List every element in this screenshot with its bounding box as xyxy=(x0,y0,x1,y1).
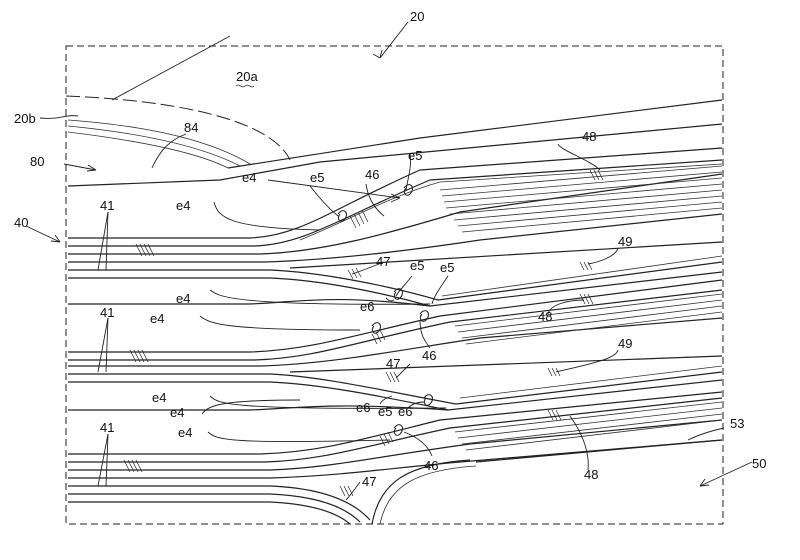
direction-loops xyxy=(337,184,433,436)
label-20a: 20a xyxy=(236,69,258,84)
label-49-lower: 49 xyxy=(618,336,632,351)
strip-group-1 xyxy=(68,147,723,307)
top-trunk-upper xyxy=(227,99,723,169)
label-50: 50 xyxy=(752,456,766,471)
label-e5-5: e5 xyxy=(378,404,392,419)
label-e4-1: e4 xyxy=(242,170,256,185)
label-48-lower: 48 xyxy=(584,467,598,482)
label-53: 53 xyxy=(730,416,744,431)
label-41-middle: 41 xyxy=(100,305,114,320)
strip-49-upper-a xyxy=(289,241,723,269)
label-e5-3: e5 xyxy=(410,258,424,273)
part-84-mid xyxy=(67,125,241,167)
label-46-upper: 46 xyxy=(365,167,379,182)
hatch-marks xyxy=(123,169,604,497)
label-e4-6: e4 xyxy=(170,405,184,420)
part-50-curve-inner xyxy=(379,465,477,525)
label-e4-5: e4 xyxy=(152,390,166,405)
label-e4-4: e4 xyxy=(150,311,164,326)
label-e5-1: e5 xyxy=(310,170,324,185)
label-e4-2: e4 xyxy=(176,198,190,213)
part-84-upper xyxy=(67,119,251,165)
label-e4-7: e4 xyxy=(178,425,192,440)
strip-49-upper-b xyxy=(437,261,723,301)
label-e6-1: e6 xyxy=(360,299,374,314)
region-boundary-frame xyxy=(65,45,724,525)
label-46-lower: 46 xyxy=(424,458,438,473)
label-47-lower: 47 xyxy=(362,474,376,489)
label-41-lower: 41 xyxy=(100,420,114,435)
strip-49-lower-c xyxy=(459,365,723,399)
label-e6-3: e6 xyxy=(398,404,412,419)
label-40: 40 xyxy=(14,215,28,230)
label-48-upper: 48 xyxy=(582,129,596,144)
part-53-edge xyxy=(475,439,723,463)
underline-20a xyxy=(235,84,255,88)
strip-49-upper-c xyxy=(441,255,723,297)
label-80: 80 xyxy=(30,154,44,169)
label-47-upper: 47 xyxy=(376,254,390,269)
label-84: 84 xyxy=(184,120,198,135)
label-e6-2: e6 xyxy=(356,400,370,415)
label-e5-4: e5 xyxy=(440,260,454,275)
label-47-middle: 47 xyxy=(386,356,400,371)
leader-20a-curve xyxy=(111,35,231,101)
shell-dashed-curve xyxy=(65,95,291,161)
label-49-upper: 49 xyxy=(618,234,632,249)
leader-lines xyxy=(25,21,753,501)
label-e4-3: e4 xyxy=(176,291,190,306)
label-41-upper: 41 xyxy=(100,198,114,213)
label-20: 20 xyxy=(410,9,424,24)
label-46-middle: 46 xyxy=(422,348,436,363)
label-48-middle: 48 xyxy=(538,309,552,324)
part-84-lower xyxy=(67,131,229,169)
strip-49-lower-a xyxy=(289,355,723,373)
label-e5-2: e5 xyxy=(408,148,422,163)
strip-49-lower-b xyxy=(455,371,723,405)
label-20b: 20b xyxy=(14,111,36,126)
top-trunk-lower xyxy=(67,123,723,187)
part-50-curve-outer xyxy=(371,459,471,525)
strip-group-2 xyxy=(68,271,723,411)
